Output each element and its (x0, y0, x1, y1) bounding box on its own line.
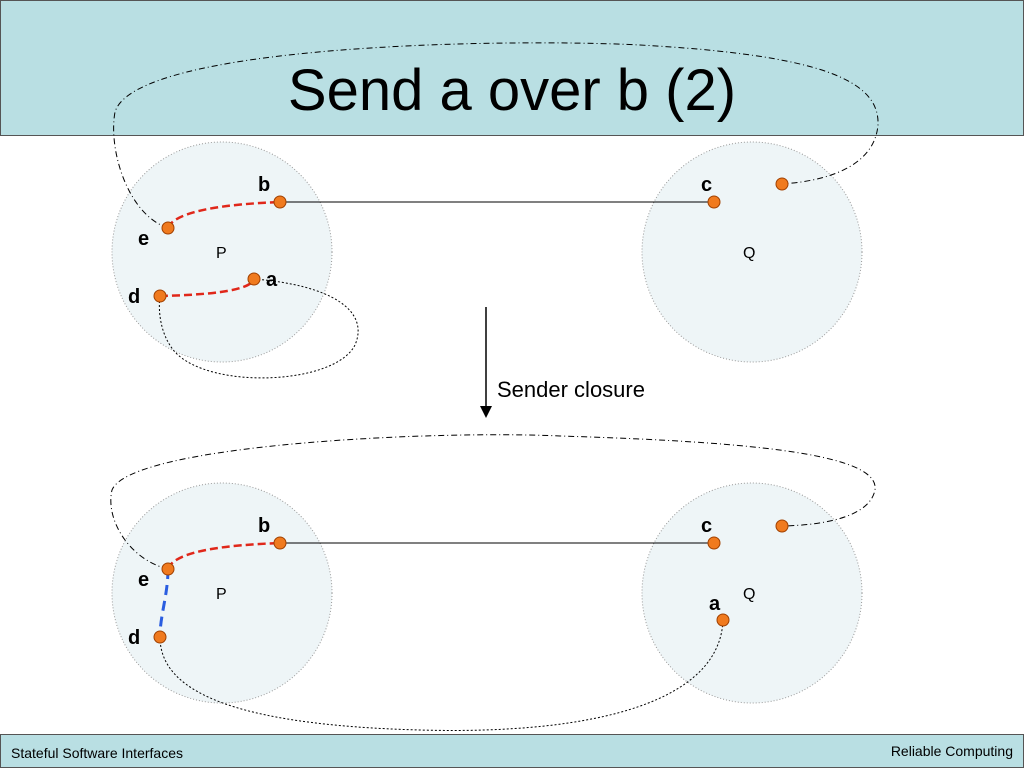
node-c-top (707, 195, 721, 209)
node-b-bottom (273, 536, 287, 550)
label-q-bottom: Q (743, 586, 755, 603)
node-a-bottom (716, 613, 730, 627)
label-c-bottom: c (701, 515, 712, 537)
loop-a-to-d-top (158, 278, 359, 379)
label-p-bottom: P (216, 586, 227, 603)
label-q-top: Q (743, 245, 755, 262)
label-d-bottom: d (128, 627, 140, 649)
label-p-top: P (216, 245, 227, 262)
red-link-e-b-top (166, 200, 281, 229)
label-b-top: b (258, 174, 270, 196)
process-q-bottom (641, 482, 863, 704)
process-q-top (641, 141, 863, 363)
node-e-top (161, 221, 175, 235)
node-q-extra-top (775, 177, 789, 191)
label-e-top: e (138, 228, 149, 250)
node-d-bottom (153, 630, 167, 644)
transition-label: Sender closure (497, 377, 645, 402)
label-b-bottom: b (258, 515, 270, 537)
slide-title: Send a over b (2) (287, 58, 737, 123)
loop-d-to-a-bottom (159, 619, 724, 731)
node-d-top (153, 289, 167, 303)
node-a-top (247, 272, 261, 286)
node-c-bottom (707, 536, 721, 550)
label-d-top: d (128, 286, 140, 308)
node-b-top (273, 195, 287, 209)
blue-link-e-d-bottom (158, 568, 170, 638)
footer-bar: Stateful Software Interfaces Reliable Co… (0, 734, 1024, 768)
label-a-bottom: a (709, 593, 721, 615)
title-bar (0, 0, 1024, 136)
diagram-canvas: b c e a d P Q Sender closure b c e d a P… (110, 42, 879, 731)
node-e-bottom (161, 562, 175, 576)
label-c-top: c (701, 174, 712, 196)
label-a-top: a (266, 269, 278, 291)
label-e-bottom: e (138, 569, 149, 591)
red-link-d-a-top (159, 278, 256, 298)
loop-e-to-q-bottom (110, 434, 876, 570)
node-q-extra-bottom (775, 519, 789, 533)
footer-topic: Reliable Computing (890, 743, 1013, 759)
red-link-e-b-bottom (166, 541, 281, 570)
transition-arrow-head (480, 406, 492, 418)
loop-e-to-q-top (113, 42, 879, 229)
footer-course-name: Stateful Software Interfaces (11, 745, 183, 761)
